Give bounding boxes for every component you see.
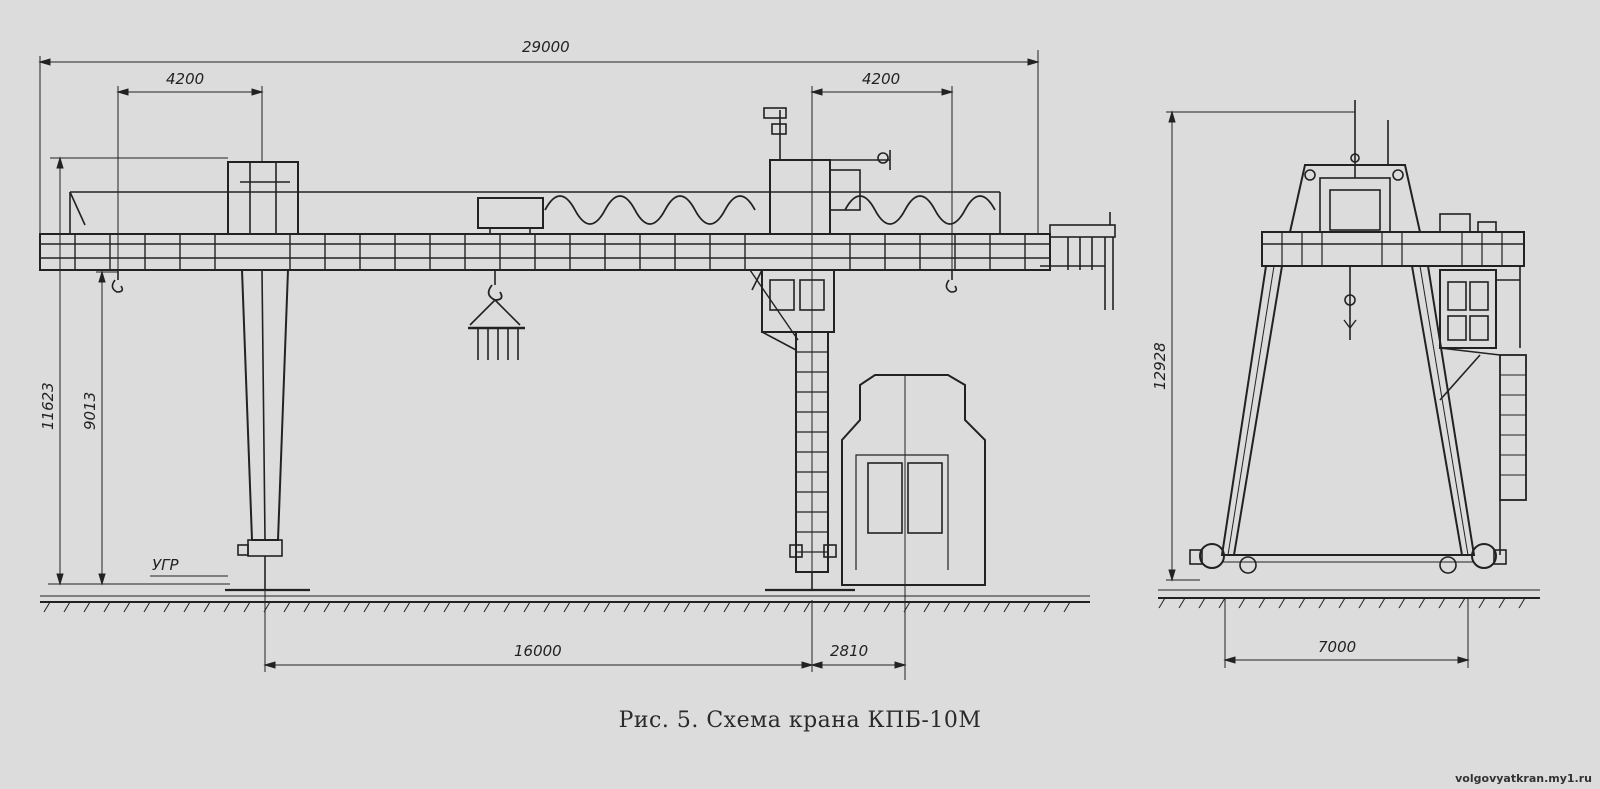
main-girder — [39, 191, 1051, 271]
side-cab — [1439, 266, 1527, 555]
dim-offset-track: 2810 — [830, 642, 868, 660]
rail-car — [841, 374, 986, 680]
right-hook — [945, 270, 958, 293]
hook-spreader — [468, 270, 525, 360]
right-leg — [749, 107, 891, 592]
side-wheels — [1189, 543, 1507, 574]
dim-height-total-front: 11623 — [39, 382, 57, 430]
ground-side — [1158, 589, 1540, 609]
end-stop — [1040, 212, 1116, 310]
cable-festoon — [544, 195, 996, 225]
front-dimensions — [38, 50, 1040, 672]
figure-caption: Рис. 5. Схема крана КПБ-10М — [618, 708, 982, 733]
side-trolley — [1289, 100, 1421, 233]
dim-hook-height: 9013 — [81, 392, 99, 430]
watermark: volgovyatkran.my1.ru — [1455, 772, 1592, 785]
trolley — [477, 197, 544, 234]
side-girder — [1261, 213, 1525, 267]
side-view — [1158, 100, 1540, 668]
left-hook — [111, 270, 124, 293]
dim-cantilever-left: 4200 — [166, 70, 204, 88]
dim-rail-level: УГР — [152, 556, 179, 574]
dim-span-total: 29000 — [522, 38, 570, 56]
dim-cantilever-right: 4200 — [862, 70, 900, 88]
front-view — [38, 50, 1116, 680]
side-dimensions — [1166, 110, 1470, 668]
dim-span-between-legs: 16000 — [514, 642, 562, 660]
dim-leg-base-side: 7000 — [1318, 638, 1356, 656]
dim-height-total-side: 12928 — [1151, 342, 1169, 390]
side-legs — [1220, 265, 1476, 563]
left-leg — [225, 161, 310, 592]
ground-front — [40, 595, 1090, 613]
side-hook — [1343, 266, 1357, 340]
